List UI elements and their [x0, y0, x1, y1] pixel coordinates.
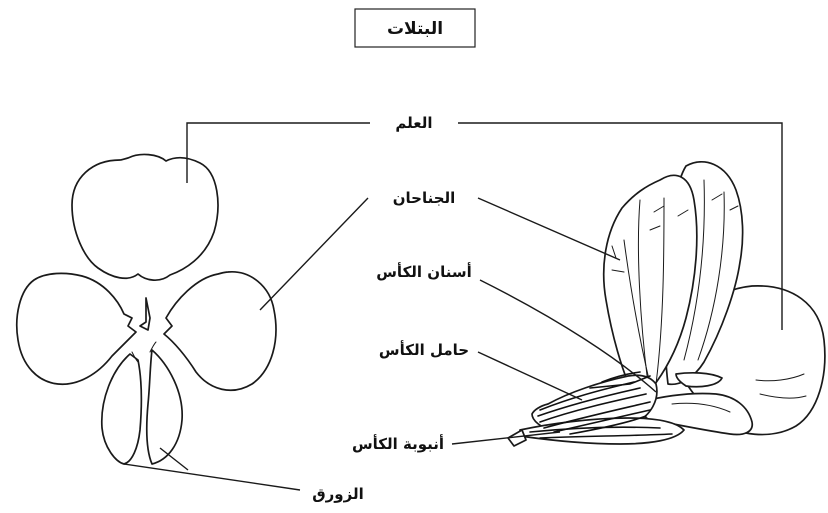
keel-right-claw: [149, 341, 157, 353]
right-wing-petal: [163, 271, 277, 392]
diagram-title: البتلات: [387, 19, 443, 39]
leader-wings-left: [259, 197, 369, 311]
label-calyx-holder: حامل الكأس: [379, 340, 469, 359]
leader-calyx-holder: [477, 351, 583, 401]
leader-calyx-teeth: [479, 279, 657, 393]
calyx: [507, 371, 685, 447]
left-wing-petal: [15, 272, 137, 386]
label-calyx-tube: أنبوبة الكأس: [352, 434, 444, 453]
labels: العلم الجناحان أسنان الكأس حامل الكأس أن…: [312, 114, 472, 503]
leader-lines: [123, 122, 783, 491]
label-keel: الزورق: [312, 485, 363, 503]
title-box: البتلات: [354, 8, 476, 48]
wing-base-fold: [675, 371, 723, 388]
keel-left-petal: [100, 353, 143, 465]
leader-standard: [186, 122, 370, 183]
label-wings: الجناحان: [393, 189, 456, 207]
label-calyx-teeth: أسنان الكأس: [376, 262, 472, 281]
leader-calyx-tube: [451, 431, 561, 445]
leader-keel-b: [159, 447, 189, 471]
standard-petal: [71, 153, 219, 281]
standard-claw: [139, 297, 151, 331]
separated-petals: [15, 153, 277, 465]
leader-wings-right: [477, 197, 621, 261]
keel-left-claw: [131, 351, 139, 363]
keel-right-petal: [145, 349, 183, 465]
leader-keel-a: [123, 463, 301, 491]
label-standard: العلم: [395, 114, 432, 132]
assembled-flower: [507, 161, 826, 447]
